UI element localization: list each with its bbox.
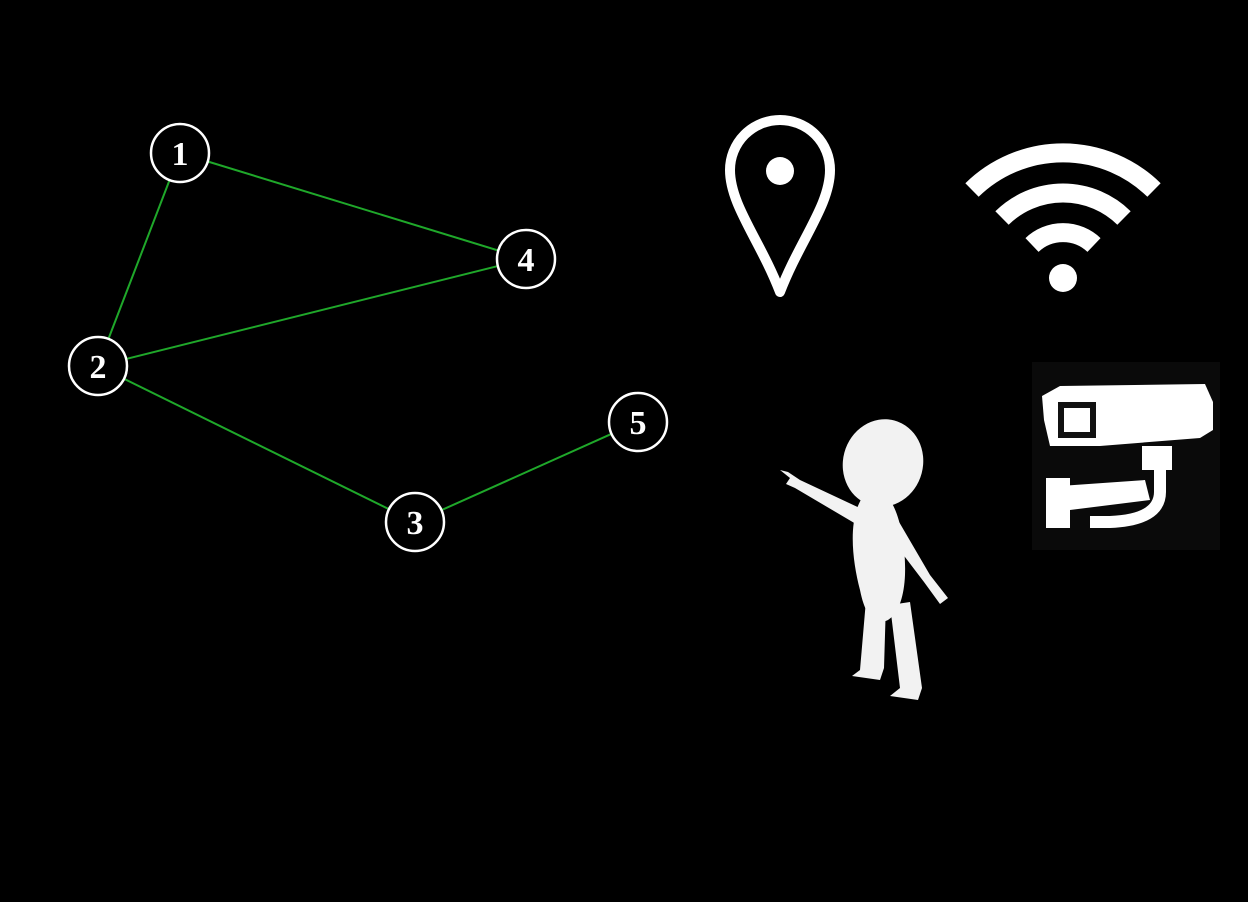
node-label: 4 (518, 242, 535, 279)
node-circle (495, 228, 557, 290)
graph-node-5: 5 (607, 391, 669, 453)
edge-2-4 (97, 258, 527, 367)
edge-3-5 (414, 421, 639, 523)
node-circle (607, 391, 669, 453)
graph-nodes: 1 2 3 4 5 (67, 122, 669, 553)
node-label: 5 (630, 405, 647, 442)
node-circle (384, 491, 446, 553)
graph-node-1: 1 (149, 122, 211, 184)
wifi-icon (965, 143, 1161, 292)
pointing-figure-icon (780, 419, 948, 700)
graph-node-3: 3 (384, 491, 446, 553)
node-label: 2 (90, 349, 107, 386)
node-circle (149, 122, 211, 184)
map-pin-icon (725, 115, 835, 297)
edge-1-2 (97, 152, 181, 367)
graph-node-4: 4 (495, 228, 557, 290)
edge-1-4 (179, 152, 527, 260)
node-label: 3 (407, 505, 424, 542)
security-camera-icon (1032, 362, 1220, 550)
node-circle (67, 335, 129, 397)
graph-edges (97, 152, 639, 523)
graph-node-2: 2 (67, 335, 129, 397)
node-label: 1 (172, 136, 189, 173)
edge-2-3 (97, 365, 416, 523)
